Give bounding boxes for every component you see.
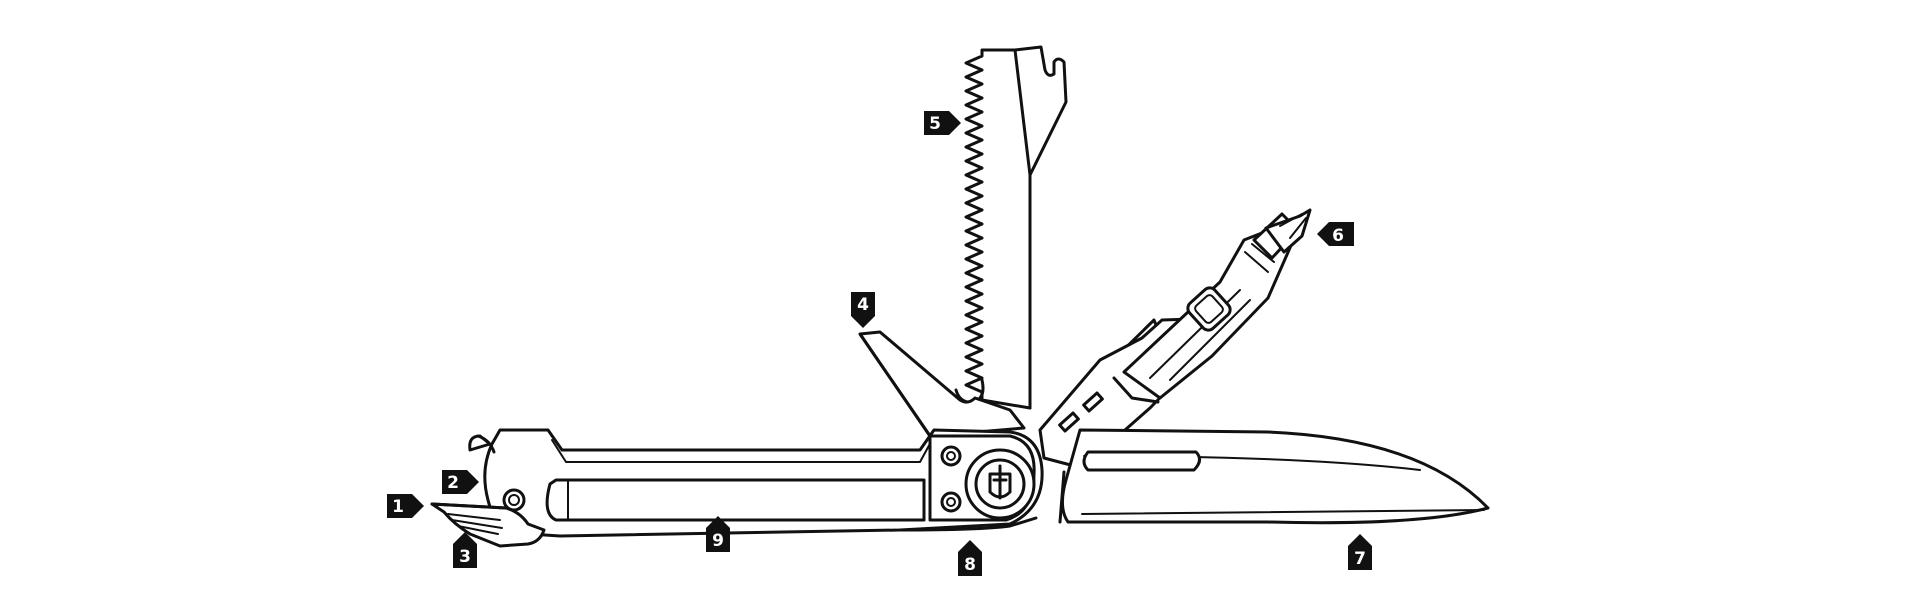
callout-5-label: 5	[929, 114, 941, 134]
callout-3-label: 3	[459, 547, 471, 567]
callout-1: 1	[387, 494, 424, 518]
callout-8: 8	[958, 540, 982, 576]
callout-7: 7	[1348, 534, 1372, 570]
callout-3: 3	[453, 532, 477, 568]
callout-4-label: 4	[857, 295, 869, 315]
callout-3-marker	[453, 532, 477, 568]
callout-9: 9	[706, 516, 730, 552]
knife-blade	[1058, 428, 1490, 525]
callout-1-label: 1	[392, 497, 404, 517]
saw-blade	[954, 45, 1068, 410]
callout-4-marker	[851, 292, 875, 328]
handle	[430, 428, 1044, 548]
can-opener-blade	[858, 330, 1026, 438]
callout-2-marker	[442, 470, 479, 494]
callout-5-marker	[924, 111, 961, 135]
callout-2-label: 2	[447, 473, 459, 493]
callout-9-marker	[706, 516, 730, 552]
screwdriver-arm	[1038, 208, 1312, 470]
callout-1-marker	[387, 494, 424, 518]
brand-logo	[988, 464, 1012, 500]
saw-wrench-hook	[1013, 45, 1068, 410]
callout-4: 4	[851, 292, 875, 328]
callout-8-marker	[958, 540, 982, 576]
callout-6-marker	[1317, 222, 1354, 246]
callout-2: 2	[442, 470, 479, 494]
callout-6: 6	[1317, 222, 1354, 246]
callout-7-label: 7	[1354, 549, 1366, 569]
callout-5: 5	[924, 111, 961, 135]
callout-7-marker	[1348, 534, 1372, 570]
callout-6-label: 6	[1332, 226, 1344, 246]
callout-8-label: 8	[964, 555, 976, 575]
callout-9-label: 9	[712, 531, 724, 551]
